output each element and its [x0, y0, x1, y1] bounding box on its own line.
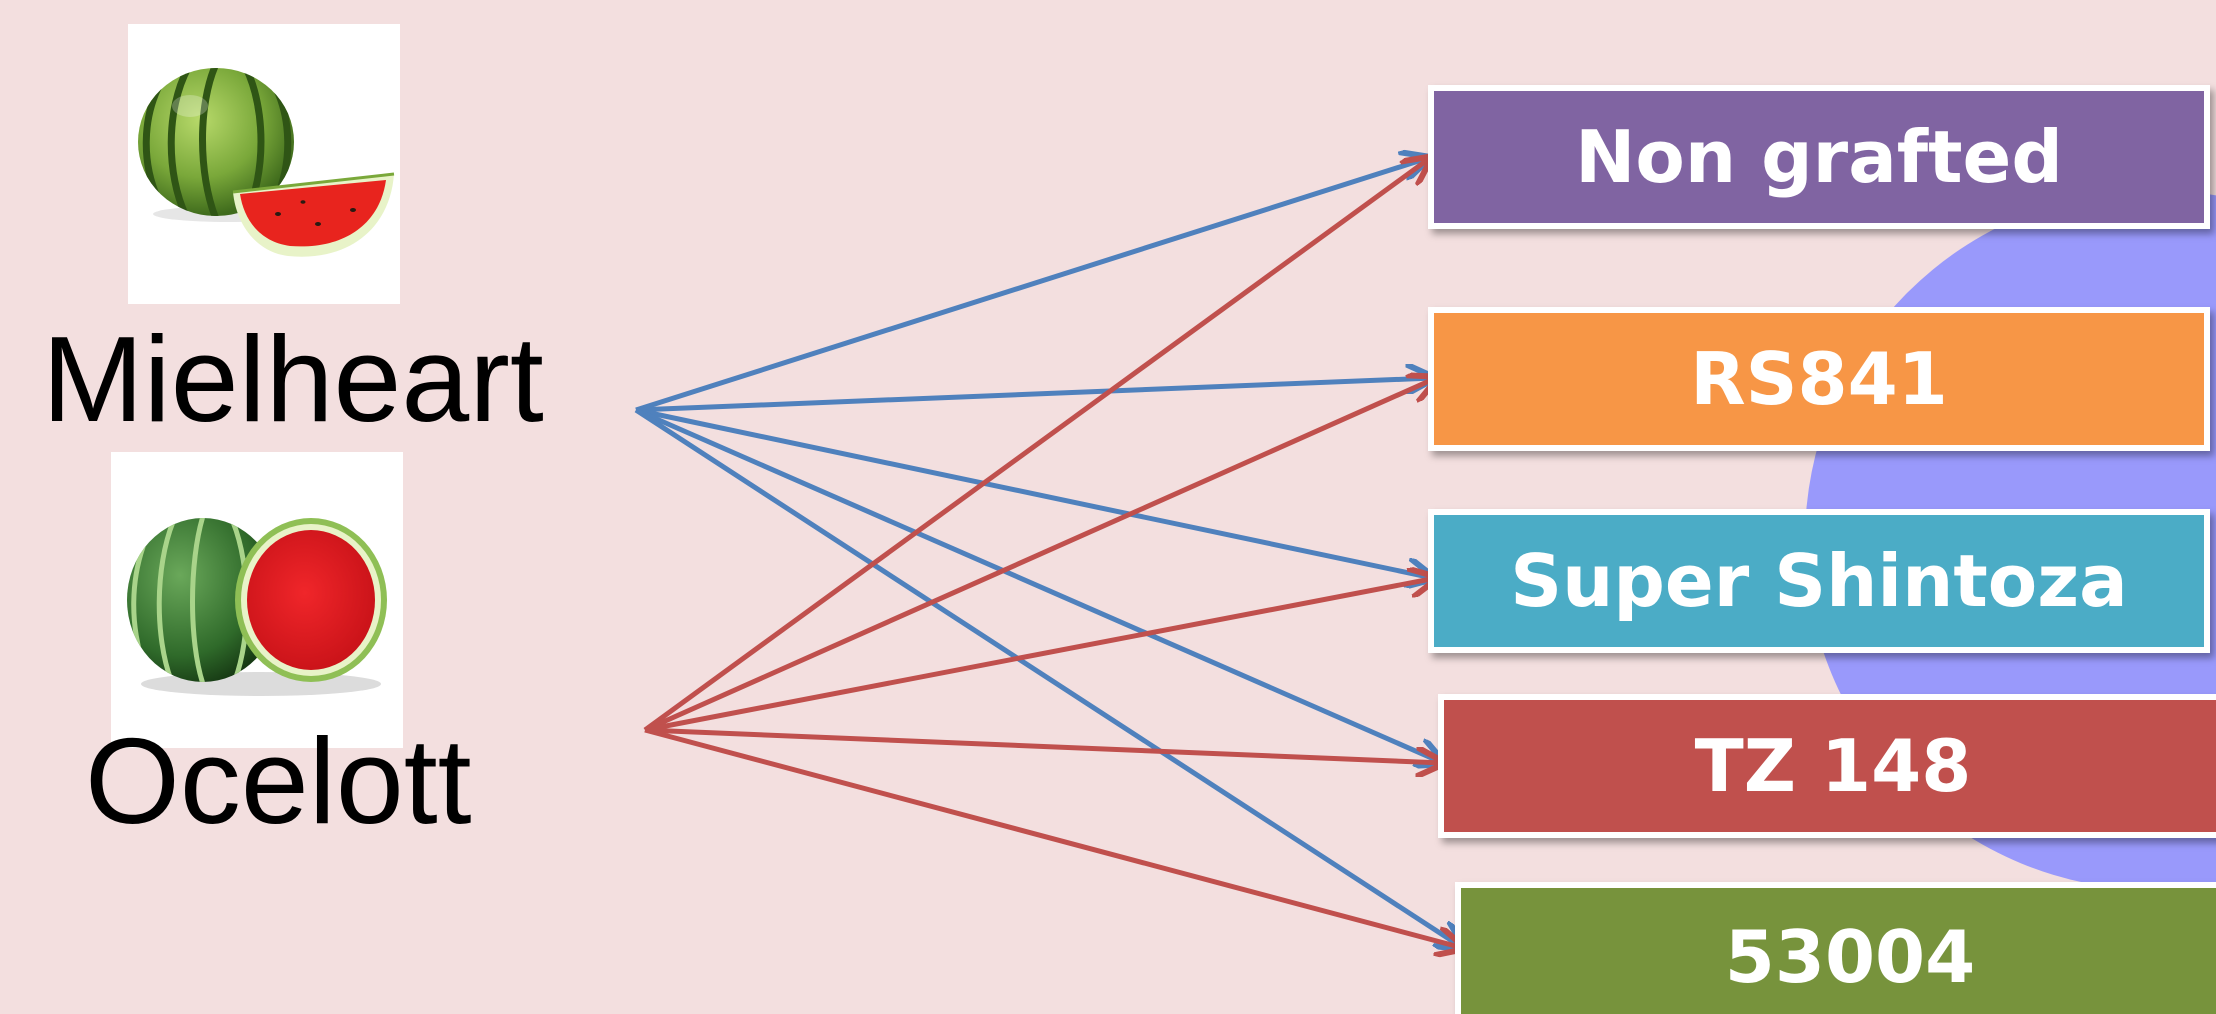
rootstock-box-non-grafted: Non grafted	[1428, 85, 2210, 229]
arrow-mielheart-to-tz-148	[634, 407, 1443, 763]
rootstock-label: RS841	[1690, 337, 1948, 421]
rootstock-box-super-shintoza: Super Shintoza	[1428, 509, 2210, 653]
rootstock-label: Super Shintoza	[1510, 539, 2128, 623]
arrow-ocelott-to-tz-148	[644, 727, 1443, 763]
arrow-ocelott-to-non-grafted	[643, 158, 1430, 733]
arrow-ocelott-to-rs841	[643, 378, 1436, 733]
arrow-mielheart-to-rs841	[635, 378, 1433, 413]
rootstock-box-rs841: RS841	[1428, 307, 2210, 451]
rootstock-box-53004: 53004	[1455, 882, 2216, 1014]
arrow-ocelott-to-super-shintoza	[644, 578, 1436, 733]
arrow-mielheart-to-non-grafted	[635, 158, 1428, 413]
arrow-ocelott-to-53004	[644, 727, 1463, 948]
rootstock-label: 53004	[1724, 915, 1976, 999]
ocelott-watermelon-image	[111, 452, 403, 748]
arrow-mielheart-to-super-shintoza	[635, 407, 1433, 578]
variety-label-ocelott: Ocelott	[85, 713, 472, 849]
arrow-mielheart-to-53004	[634, 407, 1463, 948]
rootstock-box-tz-148: TZ 148	[1438, 694, 2216, 838]
rootstock-label: Non grafted	[1575, 115, 2063, 199]
rootstock-label: TZ 148	[1694, 724, 1972, 808]
variety-label-mielheart: Mielheart	[42, 311, 544, 447]
mielheart-watermelon-image	[128, 24, 400, 304]
